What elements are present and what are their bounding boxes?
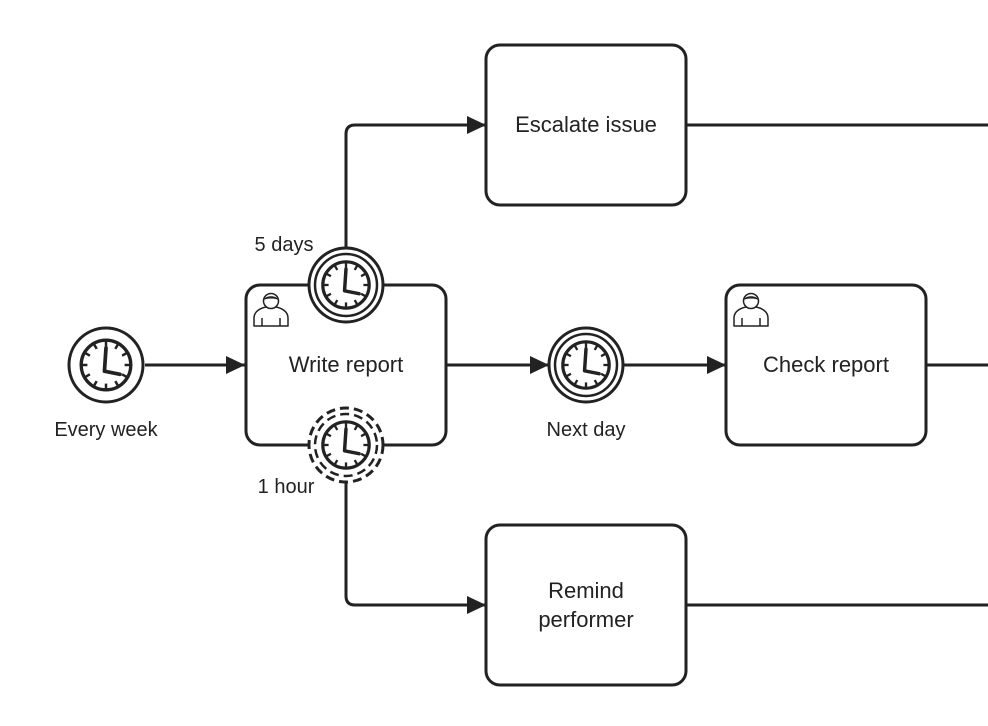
timer-icon (79, 338, 133, 392)
task-write-report-label: Write report (289, 352, 404, 377)
boundary-event-interrupting[interactable] (307, 246, 385, 324)
task-check-report-label: Check report (763, 352, 889, 377)
flow-5days-to-escalate[interactable] (344, 116, 486, 248)
flow-1hour-to-remind[interactable] (344, 483, 486, 614)
boundary-event-non-interrupting-label: 1 hour (258, 476, 315, 498)
task-remind-performer[interactable]: Remind performer (484, 523, 688, 687)
task-write-report[interactable]: Write report (244, 283, 448, 447)
intermediate-event-label: Next day (547, 419, 626, 441)
timer-icon (321, 260, 371, 310)
task-check-report[interactable]: Check report (724, 283, 928, 447)
boundary-event-non-interrupting[interactable] (307, 406, 385, 484)
task-escalate-issue-label: Escalate issue (515, 112, 657, 137)
task-escalate-issue[interactable]: Escalate issue (484, 43, 688, 207)
timer-icon (321, 420, 371, 470)
boundary-event-interrupting-label: 5 days (255, 234, 314, 256)
task-remind-performer-label-line2: performer (538, 607, 633, 632)
task-remind-performer-label-line1: Remind (548, 578, 624, 603)
start-event[interactable] (67, 326, 145, 404)
start-event-label: Every week (54, 419, 158, 441)
timer-icon (561, 340, 611, 390)
intermediate-event-next-day[interactable] (547, 326, 625, 404)
